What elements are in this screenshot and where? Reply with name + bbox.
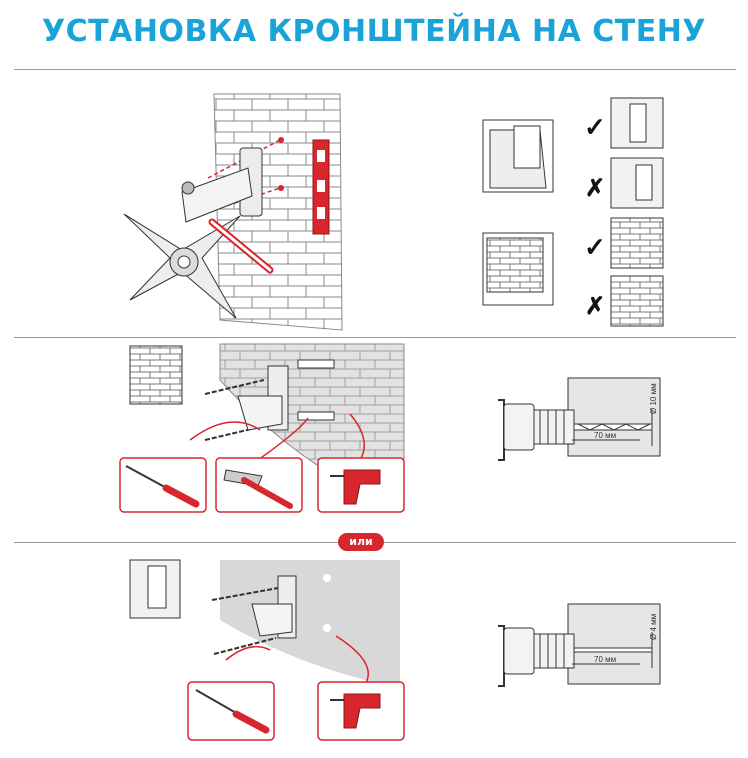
drill-1-diameter-label: Ø 10 мм xyxy=(649,383,658,414)
drill-1-depth-label: 70 мм xyxy=(594,431,616,440)
wall-type-checks xyxy=(483,98,663,326)
check-mark-1: ✓ xyxy=(584,112,606,142)
cross-mark-1: ✗ xyxy=(585,175,605,202)
section-3-drywall-install xyxy=(130,560,404,740)
cross-mark-2: ✗ xyxy=(585,293,605,320)
check-mark-2: ✓ xyxy=(584,232,606,262)
section-2-brick-install xyxy=(120,344,404,512)
drill-diagram-1 xyxy=(498,378,660,460)
drill-2-diameter-label: Ø 4 мм xyxy=(649,614,658,640)
drill-2-depth-label: 70 мм xyxy=(594,655,616,664)
drill-diagram-2 xyxy=(498,604,660,686)
section-1-main-illustration xyxy=(124,94,342,330)
